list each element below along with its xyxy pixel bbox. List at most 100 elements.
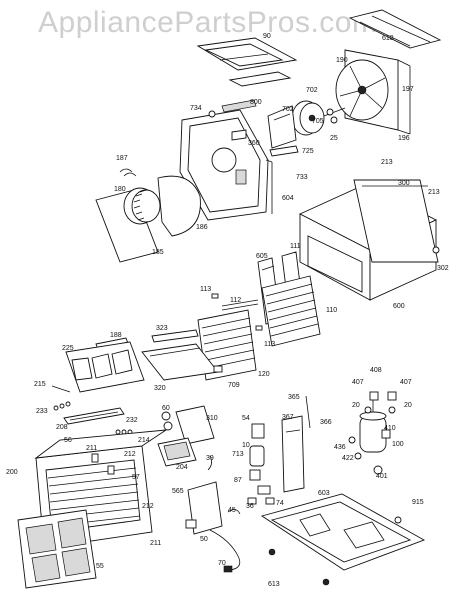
- label-366: 366: [320, 419, 332, 426]
- part-360-seal: [231, 129, 247, 141]
- label-618: 618: [382, 35, 394, 42]
- label-212b: 212: [142, 503, 154, 510]
- label-407a: 407: [352, 379, 364, 386]
- part-20-grommets: [364, 406, 396, 414]
- part-302-screw: [432, 246, 440, 254]
- part-60-knobs: [161, 411, 173, 431]
- part-725-bracket: [267, 105, 297, 149]
- part-310-control-panel: [175, 405, 215, 445]
- part-10-capacitor: [249, 445, 265, 467]
- label-120: 120: [258, 371, 270, 378]
- part-713-relay: [249, 469, 261, 481]
- part-70-power-cord: [209, 529, 241, 573]
- label-302: 302: [437, 265, 449, 272]
- label-100: 100: [392, 441, 404, 448]
- part-300-grille-filter: [353, 179, 439, 263]
- label-186: 186: [196, 224, 208, 231]
- label-213a: 213: [381, 159, 393, 166]
- label-713: 713: [232, 451, 244, 458]
- label-734: 734: [190, 105, 202, 112]
- callout-labels: 90 618 190 197 196 702 702 25 705 725 73…: [6, 33, 449, 588]
- label-187: 187: [116, 155, 128, 162]
- label-215: 215: [34, 381, 46, 388]
- label-87: 87: [234, 477, 242, 484]
- part-410-overload: [381, 429, 391, 439]
- part-113-clips: [211, 293, 263, 331]
- label-20b: 20: [404, 402, 412, 409]
- label-57: 57: [132, 474, 140, 481]
- part-702-clips: [326, 108, 338, 124]
- part-734-screw: [208, 110, 216, 118]
- part-120-evaporator-coil: [197, 309, 257, 381]
- part-54-switch: [251, 423, 265, 439]
- label-725: 725: [302, 148, 314, 155]
- label-360: 360: [248, 140, 260, 147]
- label-422: 422: [342, 455, 354, 462]
- part-709-clip: [213, 365, 223, 373]
- part-408-part-407-fittings: [369, 391, 397, 401]
- label-197: 197: [402, 86, 414, 93]
- part-56-part-57-clips: [91, 453, 115, 475]
- label-233: 233: [36, 408, 48, 415]
- label-800: 800: [250, 99, 262, 106]
- part-436-part-422-parts: [348, 436, 362, 460]
- part-613-feet: [268, 548, 330, 586]
- label-436: 436: [334, 444, 346, 451]
- label-709: 709: [228, 382, 240, 389]
- part-215-shaft: [51, 385, 71, 393]
- label-408: 408: [370, 367, 382, 374]
- part-401-cover: [373, 465, 383, 475]
- part-112-tube: [221, 299, 259, 311]
- part-197-fan-blade: [335, 59, 389, 121]
- part-204-escutcheon: [157, 437, 197, 467]
- label-36: 36: [246, 503, 254, 510]
- part-323-rail: [151, 329, 199, 343]
- part-233-links: [53, 401, 71, 411]
- label-190: 190: [336, 57, 348, 64]
- part-90-top-strip: [196, 37, 298, 87]
- label-112: 112: [230, 297, 241, 304]
- label-200: 200: [6, 469, 18, 476]
- part-367-bracket: [281, 415, 305, 493]
- label-39: 39: [206, 455, 214, 462]
- part-87-terminal: [257, 485, 271, 495]
- part-365-rod: [305, 395, 311, 429]
- label-74: 74: [276, 500, 284, 507]
- part-180-blower-wheel: [123, 187, 161, 225]
- label-915: 915: [412, 499, 424, 506]
- label-10: 10: [242, 442, 250, 449]
- label-320: 320: [154, 385, 166, 392]
- part-618-bracket: [348, 9, 442, 49]
- label-214: 214: [138, 437, 150, 444]
- label-204: 204: [176, 464, 188, 471]
- label-565: 565: [172, 488, 184, 495]
- label-702b: 702: [282, 106, 294, 113]
- label-603: 603: [318, 490, 330, 497]
- label-310: 310: [206, 415, 218, 422]
- label-90: 90: [263, 33, 271, 40]
- part-185-panel: [95, 189, 159, 263]
- label-185: 185: [152, 249, 164, 256]
- label-70: 70: [218, 560, 226, 567]
- label-45: 45: [228, 507, 236, 514]
- part-225-louver-assembly: [65, 341, 145, 393]
- label-113b: 113: [264, 341, 275, 348]
- part-186-scroll: [157, 175, 201, 237]
- label-702a: 702: [306, 87, 318, 94]
- label-50: 50: [200, 536, 208, 543]
- label-110: 110: [326, 307, 337, 314]
- part-36-part-74-connectors: [247, 497, 275, 505]
- watermark-text: AppliancePartsPros.com: [38, 6, 378, 39]
- part-603-base-pan: [260, 493, 426, 571]
- label-180: 180: [114, 186, 126, 193]
- label-55: 55: [96, 563, 104, 570]
- label-410: 410: [384, 425, 396, 432]
- part-915-screw: [394, 516, 402, 524]
- label-111: 111: [290, 243, 301, 250]
- part-55-filter: [17, 509, 97, 589]
- part-733-strip: [269, 145, 299, 157]
- label-196: 196: [398, 135, 410, 142]
- label-733: 733: [296, 174, 308, 181]
